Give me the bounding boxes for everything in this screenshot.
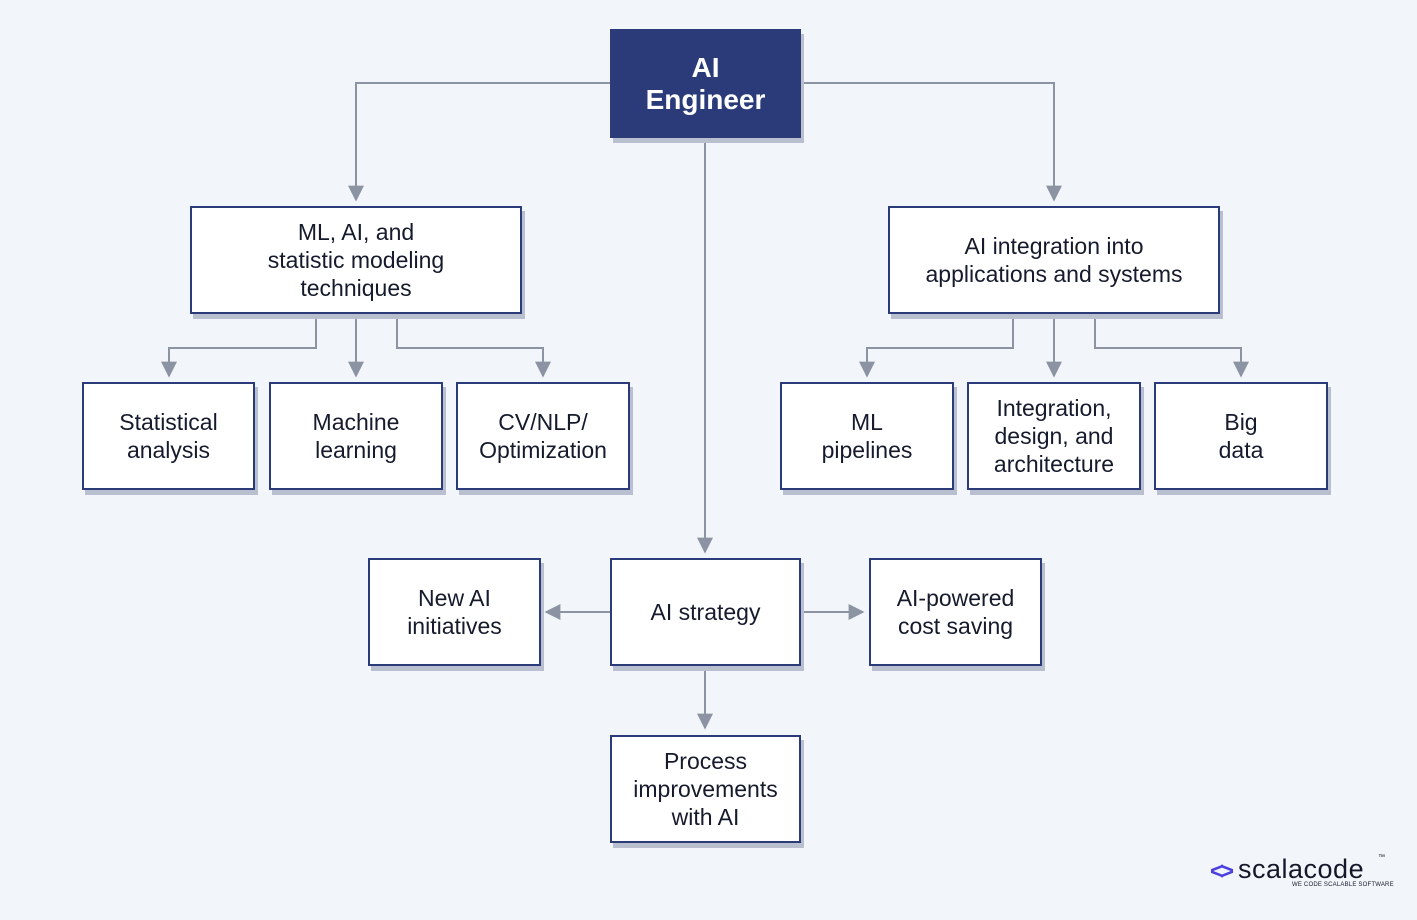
connector-ml-ai-to-cv-nlp: [396, 316, 551, 378]
connector-integration-to-ml-pipelines: [859, 316, 1014, 378]
node-ml-ai-statistic-modeling: ML, AI, and statistic modeling technique…: [190, 206, 522, 314]
scalacode-logo: <> scalacode ™ WE CODE SCALABLE SOFTWARE: [1210, 852, 1394, 892]
node-new-ai-initiatives: New AI initiatives: [368, 558, 541, 666]
node-machine-learning: Machine learning: [269, 382, 443, 490]
logo-tagline: WE CODE SCALABLE SOFTWARE: [1292, 882, 1394, 888]
node-ai-powered-cost-saving: AI-powered cost saving: [869, 558, 1042, 666]
logo-name: scalacode: [1238, 854, 1365, 884]
node-cv-nlp-optimization: CV/NLP/ Optimization: [456, 382, 630, 490]
node-ml-pipelines: ML pipelines: [780, 382, 954, 490]
node-ai-engineer: AI Engineer: [610, 29, 801, 138]
code-brackets-icon: <>: [1210, 858, 1234, 885]
connector-root-to-ml-ai: [348, 82, 610, 202]
node-ai-integration: AI integration into applications and sys…: [888, 206, 1220, 314]
logo-trademark: ™: [1378, 854, 1385, 861]
connector-ml-ai-to-statistical: [161, 316, 317, 378]
node-statistical-analysis: Statistical analysis: [82, 382, 255, 490]
connector-root-to-integration: [800, 82, 1062, 202]
node-process-improvements: Process improvements with AI: [610, 735, 801, 843]
node-ai-strategy: AI strategy: [610, 558, 801, 666]
node-integration-design-architecture: Integration, design, and architecture: [967, 382, 1141, 490]
node-big-data: Big data: [1154, 382, 1328, 490]
connector-integration-to-big-data: [1094, 316, 1249, 378]
